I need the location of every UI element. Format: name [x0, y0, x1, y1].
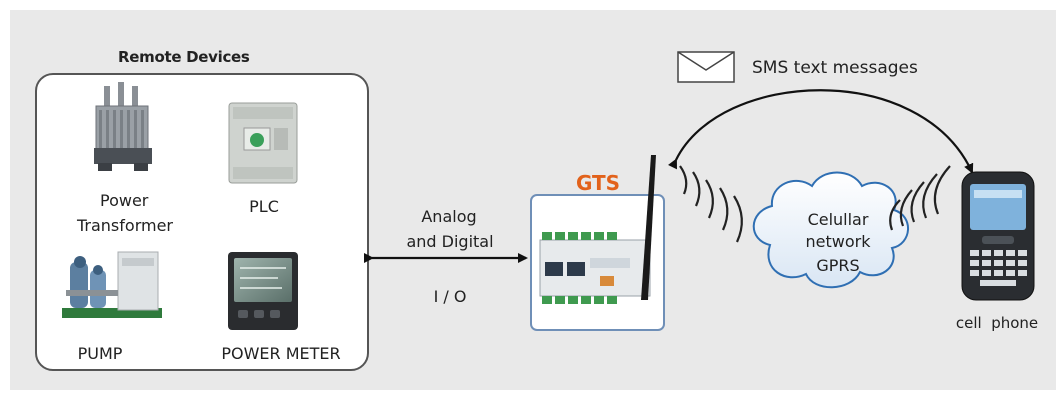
antenna-icon: [641, 155, 656, 300]
cell-phone-label: cell phone: [955, 314, 1039, 332]
remote-devices-title: Remote Devices: [118, 48, 250, 66]
cell-phone-icon: [961, 171, 1035, 301]
io-label-line3: I / O: [433, 287, 467, 306]
network-label-line1: Celullar: [807, 210, 869, 229]
gts-module-icon: [539, 232, 651, 304]
cellular-network-cloud: [752, 171, 909, 289]
power-meter-label: POWER METER: [221, 344, 341, 363]
gts-label: GTS: [575, 171, 621, 195]
power-transformer-icon: [94, 82, 152, 171]
remote-devices-box: [35, 73, 369, 371]
radio-waves-gts-icon: [679, 165, 743, 243]
pump-label: PUMP: [77, 344, 123, 363]
power-transformer-label-line2: Transformer: [76, 216, 173, 235]
plc-label: PLC: [249, 197, 279, 216]
network-label-line3: GPRS: [816, 256, 860, 275]
power-transformer-label-line1: Power: [100, 191, 149, 210]
io-label-line2: and Digital: [406, 232, 494, 251]
network-label-line2: network: [805, 232, 871, 251]
power-meter-icon: [228, 252, 298, 330]
envelope-icon: [677, 51, 735, 83]
pump-icon: [62, 251, 162, 318]
sms-arc-arrow: [667, 89, 974, 174]
io-label-line1: Analog: [421, 207, 477, 226]
gts-device: [530, 155, 665, 331]
sms-label: SMS text messages: [752, 58, 918, 78]
plc-icon: [228, 102, 298, 184]
